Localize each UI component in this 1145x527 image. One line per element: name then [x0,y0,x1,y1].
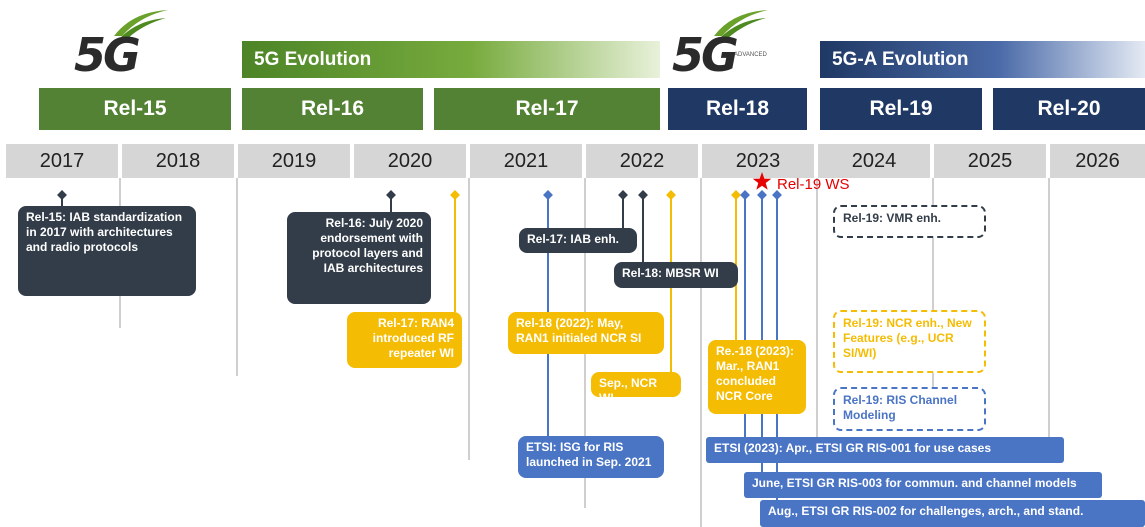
etsi-ris-002-box: Aug., ETSI GR RIS-002 for challenges, ar… [760,500,1145,527]
marker-rel18-mbsr [638,190,648,262]
5g-a-evolution-label: 5G-A Evolution [832,48,969,70]
release-label: Rel-19 [869,97,933,120]
rel19-ws-label: Rel-19 WS [777,176,850,193]
advanced-label: ADVANCED [734,52,767,58]
etsi-isg-box: ETSI: ISG for RIS launched in Sep. 2021 [518,436,664,478]
year-cell: 2022 [586,144,698,178]
year-cell: 2025 [934,144,1046,178]
5g-advanced-swoosh-icon [714,10,768,38]
5g-logo: 5G [72,6,172,82]
5g-advanced-logo-text: 5G [672,28,739,82]
5g-advanced-logo: 5G ADVANCED [670,6,790,82]
release-label: Rel-20 [1037,97,1101,120]
marker-rel17-iab-enh [618,190,628,228]
year-cell: 2018 [122,144,234,178]
year-label: 2025 [967,149,1013,172]
year-label: 2019 [271,149,317,172]
year-gridline [700,178,702,527]
marker-rel16-iab [386,190,396,212]
year-label: 2026 [1075,149,1120,172]
rel17-ran4-box: Rel-17: RAN4 introduced RF repeater WI [347,312,462,368]
year-label: 2024 [851,149,897,172]
release-label: Rel-16 [300,97,365,120]
year-cell: 2024 [818,144,930,178]
release-label: Rel-15 [103,97,167,120]
star-icon [752,172,772,190]
5g-evolution-label: 5G Evolution [254,48,372,70]
release-bar-rel20: Rel-20 [993,88,1145,130]
year-cell: 2019 [238,144,350,178]
year-gridline [1048,178,1050,438]
etsi-ris-003-box: June, ETSI GR RIS-003 for commun. and ch… [744,472,1102,498]
rel16-iab-box: Rel-16: July 2020 endorsement with proto… [287,212,431,304]
marker-etsi-003 [757,190,767,472]
rel19-vmr-box: Rel-19: VMR enh. [833,205,986,238]
year-cell: 2023 [702,144,814,178]
year-label: 2022 [619,149,665,172]
rel17-iab-enh-box: Rel-17: IAB enh. [519,228,637,253]
year-gridline [236,178,238,376]
release-label: Rel-18 [705,97,770,120]
5g-logo-text: 5G [74,28,141,82]
etsi-ris-001-box: ETSI (2023): Apr., ETSI GR RIS-001 for u… [706,437,1064,463]
year-gridline [932,178,934,423]
year-gridline [468,178,470,460]
year-cell: 2026 [1050,144,1145,178]
sep-ncr-wi-box: Sep., NCR WI [591,372,681,405]
release-bar-rel19: Rel-19 [820,88,982,130]
release-bar-rel17: Rel-17 [434,88,660,130]
rel15-iab-box: Rel-15: IAB standardization in 2017 with… [18,206,196,296]
release-bar-rel15: Rel-15 [39,88,231,130]
release-label: Rel-17 [515,97,579,120]
marker-rel15-iab [57,190,67,206]
year-label: 2021 [503,149,549,172]
5g-evolution-banner: 5G Evolution [242,41,660,78]
rel18-mbsr-box: Rel-18: MBSR WI [614,262,738,288]
year-label: 2018 [155,149,201,172]
year-gridline [816,178,818,438]
year-cell: 2017 [6,144,118,178]
year-label: 2023 [735,149,781,172]
marker-rel17-ran4 [450,190,460,312]
year-cell: 2020 [354,144,466,178]
year-label: 2017 [39,149,85,172]
5g-swoosh-icon [114,10,168,38]
release-bar-rel18: Rel-18 [668,88,807,130]
5g-a-evolution-banner: 5G-A Evolution [820,41,1145,78]
rel19-ris-box: Rel-19: RIS Channel Modeling [833,387,986,431]
release-bar-rel16: Rel-16 [242,88,423,130]
rel19-ncr-box: Rel-19: NCR enh., New Features (e.g., UC… [833,310,986,373]
year-cell: 2021 [470,144,582,178]
rel18-2023-box: Re.-18 (2023): Mar., RAN1 concluded NCR … [708,340,806,414]
rel18-ncr-si-box: Rel-18 (2022): May, RAN1 initialed NCR S… [508,312,664,354]
year-label: 2020 [387,149,433,172]
